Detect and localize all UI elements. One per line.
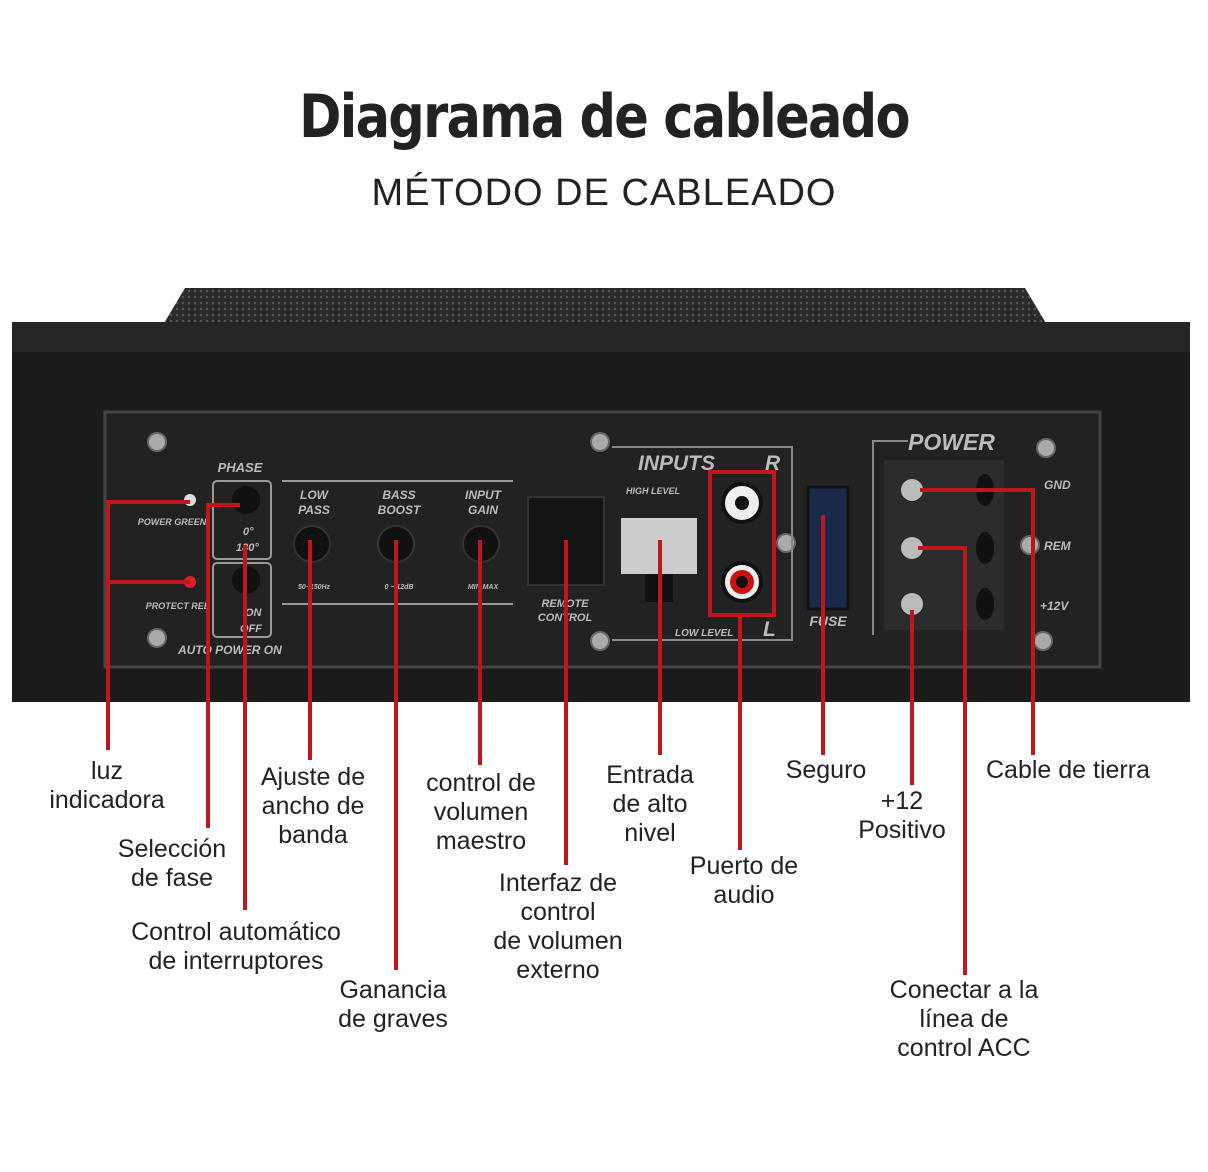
phase-text: PHASE [218, 460, 263, 475]
bass-boost-range: 0 ~ 12dB [385, 584, 414, 591]
diagram-subtitle: MÉTODO DE CABLEADO [371, 172, 837, 214]
label-acc: Conectar a la línea de control ACC [889, 976, 1039, 1062]
fuse-text: FUSE [809, 613, 847, 629]
power-text: POWER [908, 429, 995, 455]
bass-boost-text: BASS [382, 488, 415, 502]
on-text: ON [245, 607, 263, 619]
bass-boost-text-2: BOOST [378, 503, 422, 517]
label-control-automatico: Control automático de interruptores [131, 918, 341, 975]
high-level-text: HIGH LEVEL [626, 486, 680, 496]
rem-text: REM [1044, 539, 1072, 553]
rem-terminal[interactable] [901, 537, 923, 559]
phase-0-text: 0° [243, 526, 254, 538]
label-seleccion-fase: Selección de fase [117, 835, 227, 892]
inputs-text: INPUTS [638, 452, 715, 475]
speaker-grille [160, 288, 1050, 330]
screws [147, 432, 1056, 651]
low-pass-text: LOW [300, 488, 330, 502]
input-gain-text-2: GAIN [468, 503, 498, 517]
power-green-text: POWER GREEN [138, 517, 207, 527]
phase-switch[interactable] [232, 486, 260, 514]
phase-180-text: 180° [236, 542, 259, 554]
diagram-title: Diagrama de cableado [299, 82, 910, 152]
fuse[interactable] [806, 485, 850, 611]
label-volumen-maestro: control de volumen maestro [426, 769, 536, 855]
l-text: L [763, 618, 776, 641]
leader-lines [106, 470, 1035, 975]
gnd-terminal[interactable] [901, 479, 923, 501]
auto-power-on-text: AUTO POWER ON [177, 643, 282, 657]
input-gain-text: INPUT [465, 488, 503, 502]
label-entrada-alto: Entrada de alto nivel [606, 761, 694, 847]
label-puerto-audio: Puerto de audio [689, 852, 799, 909]
low-pass-text-2: PASS [298, 503, 330, 517]
device-top [12, 322, 1190, 357]
protect-red-text: PROTECT RED [146, 601, 211, 611]
label-cable-tierra: Cable de tierra [986, 756, 1150, 784]
label-interfaz-control: Interfaz de control de volumen externo [493, 869, 623, 984]
label-positivo: +12 Positivo [858, 787, 946, 844]
gnd-text: GND [1044, 478, 1071, 492]
12v-text: +12V [1040, 599, 1069, 613]
label-ajuste-ancho: Ajuste de ancho de banda [260, 763, 366, 849]
12v-terminal[interactable] [901, 593, 923, 615]
input-gain-range: MIN MAX [468, 584, 500, 591]
label-seguro: Seguro [785, 756, 867, 784]
r-text: R [765, 452, 781, 475]
low-pass-range: 50~150Hz [298, 584, 331, 591]
low-level-text: LOW LEVEL [675, 628, 733, 639]
label-luz-indicadora: luz indicadora [49, 757, 165, 814]
label-ganancia-graves: Ganancia de graves [338, 976, 448, 1033]
